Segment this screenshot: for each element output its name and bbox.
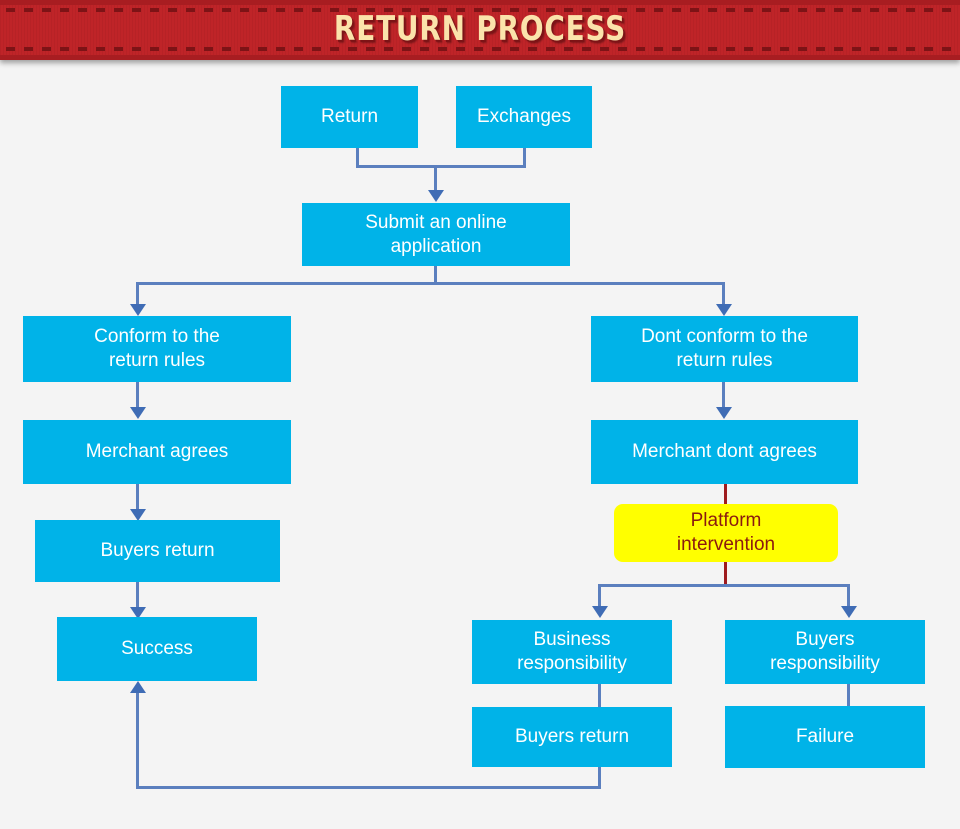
connector-business-to-buyers-return bbox=[598, 684, 601, 708]
connector-feedback-horizontal bbox=[136, 786, 601, 789]
connector-split-bar bbox=[136, 282, 725, 285]
connector-buyers-resp-to-failure bbox=[847, 684, 850, 706]
node-business-line2: responsibility bbox=[517, 653, 627, 674]
arrow-into-dont-conform bbox=[716, 304, 732, 316]
arrow-into-buyers-return-left bbox=[130, 509, 146, 521]
node-submit-application[interactable]: Submit an online application bbox=[302, 203, 570, 266]
banner-bottom-edge bbox=[0, 55, 960, 60]
node-conform-to-return-rules[interactable]: Conform to the return rules bbox=[23, 316, 291, 382]
node-buyers-responsibility[interactable]: Buyers responsibility bbox=[725, 620, 925, 684]
banner-dashed-line-top bbox=[6, 8, 954, 12]
connector-submit-down bbox=[434, 266, 437, 285]
node-failure-label: Failure bbox=[795, 726, 855, 747]
arrow-into-success-top bbox=[130, 607, 146, 619]
node-success[interactable]: Success bbox=[57, 617, 257, 681]
node-buyers-return-left-label: Buyers return bbox=[100, 540, 215, 561]
node-buyers-return-right-label: Buyers return bbox=[514, 726, 630, 747]
node-business-responsibility[interactable]: Business responsibility bbox=[472, 620, 672, 684]
connector-split-to-business bbox=[598, 584, 601, 610]
connector-dont-conform-to-merchant-dont bbox=[722, 382, 725, 412]
node-buyers-resp-line1: Buyers bbox=[795, 629, 855, 650]
header-banner: RETURN PROCESS bbox=[0, 0, 960, 60]
connector-split-to-buyers-resp bbox=[847, 584, 850, 610]
connector-platform-down bbox=[724, 558, 727, 586]
node-merchant-dont-agrees[interactable]: Merchant dont agrees bbox=[591, 420, 858, 484]
connector-split-left-drop bbox=[136, 282, 139, 308]
connector-merchant-agrees-to-buyers-return bbox=[136, 484, 139, 514]
node-platform-intervention-label: Platform intervention bbox=[677, 509, 775, 557]
node-merchant-agrees[interactable]: Merchant agrees bbox=[23, 420, 291, 484]
node-submit-line1: Submit an online bbox=[365, 211, 507, 233]
connector-conform-to-merchant-agrees bbox=[136, 382, 139, 412]
connector-return-down bbox=[356, 148, 359, 168]
node-merchant-dont-agrees-label: Merchant dont agrees bbox=[632, 441, 817, 462]
node-exchanges-label: Exchanges bbox=[476, 106, 571, 127]
arrow-into-conform bbox=[130, 304, 146, 316]
node-platform-line2: intervention bbox=[676, 534, 776, 555]
connector-into-submit bbox=[434, 165, 437, 193]
arrow-into-submit bbox=[428, 190, 444, 202]
arrow-into-merchant-agrees bbox=[130, 407, 146, 419]
arrow-into-merchant-dont-agrees bbox=[716, 407, 732, 419]
node-submit-application-label: Submit an online application bbox=[365, 211, 507, 259]
node-conform-label: Conform to the return rules bbox=[94, 325, 220, 373]
node-buyers-resp-line2: responsibility bbox=[770, 653, 880, 674]
connector-platform-split-bar bbox=[598, 584, 850, 587]
node-platform-intervention[interactable]: Platform intervention bbox=[614, 504, 838, 562]
arrow-into-success-bottom bbox=[130, 681, 146, 693]
node-platform-line1: Platform bbox=[690, 510, 762, 531]
node-dont-conform-line1: Dont conform to the bbox=[641, 326, 808, 347]
connector-merge-bar-top bbox=[356, 165, 526, 168]
connector-split-right-drop bbox=[722, 282, 725, 308]
node-failure[interactable]: Failure bbox=[725, 706, 925, 768]
connector-exchanges-down bbox=[523, 148, 526, 168]
node-merchant-agrees-label: Merchant agrees bbox=[85, 441, 229, 462]
node-submit-line2: application bbox=[390, 235, 482, 257]
node-success-label: Success bbox=[121, 638, 193, 659]
node-dont-conform-label: Dont conform to the return rules bbox=[641, 325, 808, 373]
node-business-responsibility-label: Business responsibility bbox=[517, 628, 627, 676]
node-conform-line1: Conform to the bbox=[94, 326, 220, 347]
node-dont-conform-to-return-rules[interactable]: Dont conform to the return rules bbox=[591, 316, 858, 382]
node-buyers-responsibility-label: Buyers responsibility bbox=[770, 628, 880, 676]
connector-feedback-down bbox=[598, 767, 601, 789]
arrow-into-buyers-responsibility bbox=[841, 606, 857, 618]
connector-merchant-dont-to-platform bbox=[724, 484, 727, 508]
banner-dashed-line-bottom bbox=[6, 47, 954, 51]
node-exchanges[interactable]: Exchanges bbox=[456, 86, 592, 148]
connector-buyers-return-to-success bbox=[136, 582, 139, 612]
node-return-label: Return bbox=[320, 106, 379, 127]
node-dont-conform-line2: return rules bbox=[676, 350, 773, 371]
node-return[interactable]: Return bbox=[281, 86, 418, 148]
node-buyers-return-left[interactable]: Buyers return bbox=[35, 520, 280, 582]
node-buyers-return-right[interactable]: Buyers return bbox=[472, 707, 672, 767]
node-business-line1: Business bbox=[533, 629, 611, 650]
page-title: RETURN PROCESS bbox=[333, 9, 627, 49]
node-conform-line2: return rules bbox=[108, 350, 206, 371]
banner-top-edge bbox=[0, 0, 960, 5]
connector-feedback-up bbox=[136, 692, 139, 787]
arrow-into-business-responsibility bbox=[592, 606, 608, 618]
